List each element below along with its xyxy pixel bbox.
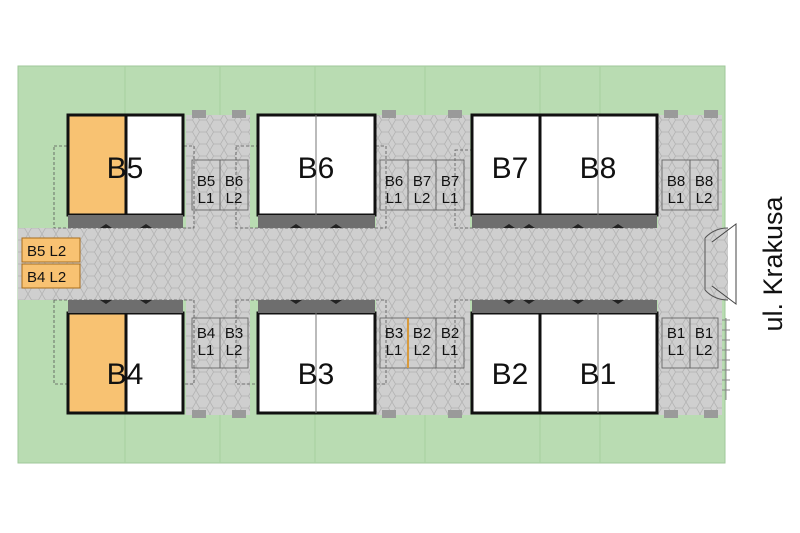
side-spot-label-b4-l2: B4 L2: [27, 269, 66, 286]
entrance-gate: [704, 227, 729, 301]
right-fence: [722, 318, 730, 400]
building-b2: [470, 311, 542, 415]
parking-top-1: [186, 115, 250, 228]
building-label-b1: B1: [580, 358, 617, 391]
parking-bottom-1: [186, 300, 250, 415]
parking-top-2: [376, 115, 470, 228]
pillars: [192, 110, 718, 418]
street-name: ul. Krakusa: [758, 195, 788, 331]
street-arrow: [711, 223, 737, 305]
building-label-b3: B3: [298, 358, 335, 391]
entrance-markers: [100, 224, 624, 304]
side-spot-label-b5-l2: B5 L2: [27, 243, 66, 260]
terraces: [68, 215, 657, 313]
building-label-b8: B8: [580, 152, 617, 185]
main-driveway: [18, 228, 728, 300]
building-label-b5: B5: [107, 152, 144, 185]
side-spot-b5-l2-box: [21, 237, 81, 263]
side-spot-b4-l2-box: [21, 263, 81, 289]
building-label-b6: B6: [298, 152, 335, 185]
building-label-b2: B2: [492, 358, 529, 391]
paved-areas: [18, 115, 728, 415]
parking-bottom-2: [376, 300, 470, 415]
buildings: [66, 113, 659, 415]
building-label-b7: B7: [492, 152, 529, 185]
building-label-b4: B4: [107, 358, 144, 391]
building-b7: [470, 113, 542, 217]
building-labels: B5 B6 B7 B8 B4 B3 B2 B1: [107, 152, 617, 391]
